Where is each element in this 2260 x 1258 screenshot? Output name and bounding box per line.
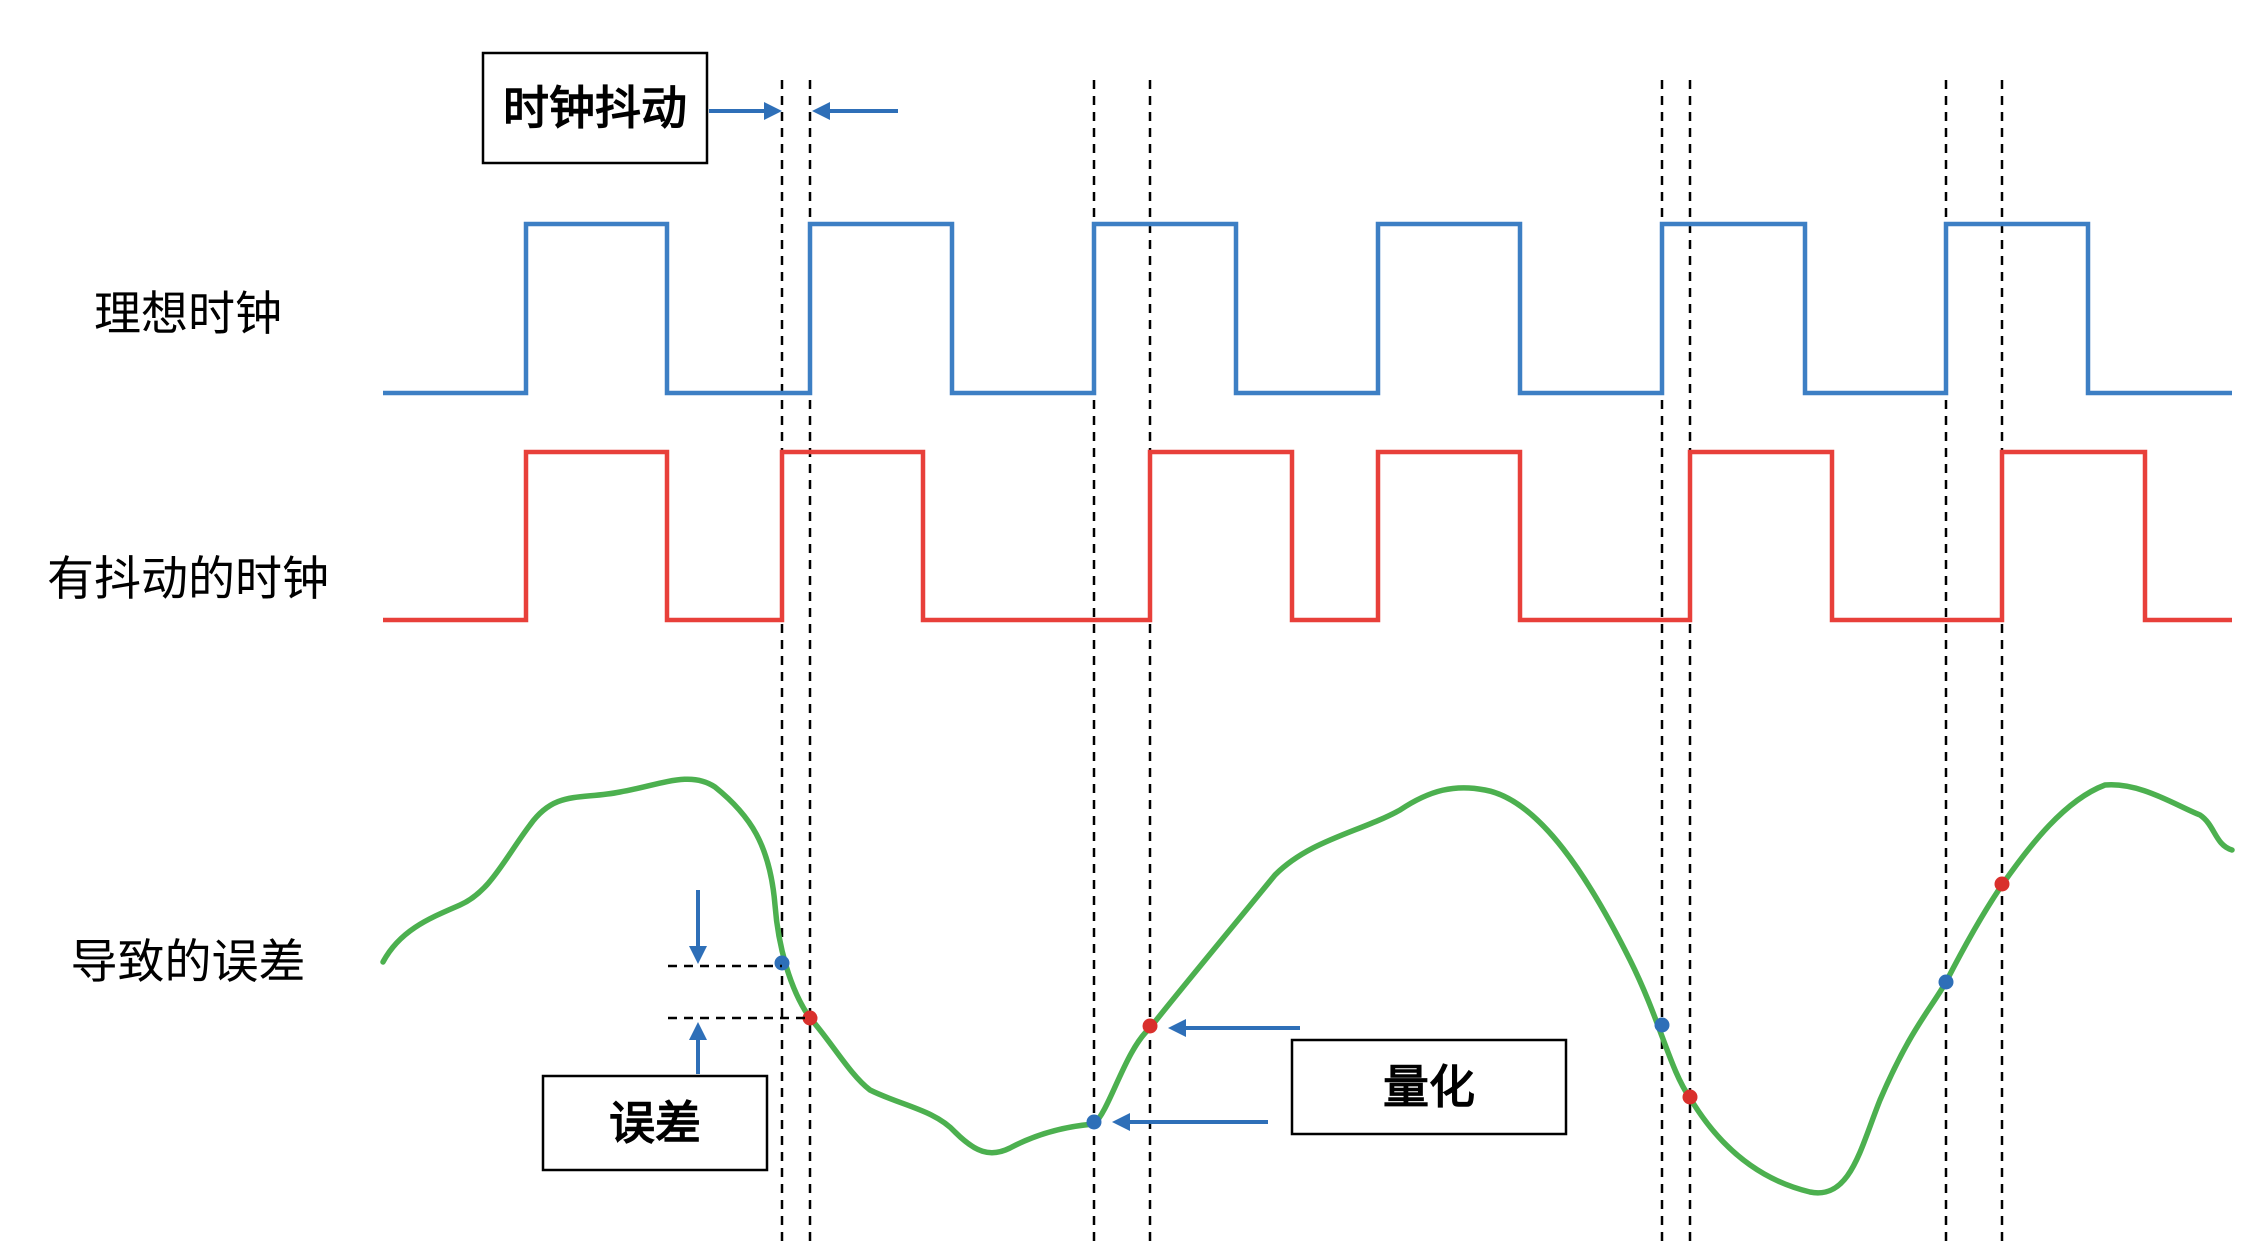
jittered-sample-point-4 (1994, 876, 2010, 892)
error-box (541, 1074, 769, 1172)
quantization-box (1290, 1038, 1568, 1136)
jittered-sample-point-1 (802, 1010, 818, 1026)
jittered-sample-point-2 (1142, 1018, 1158, 1034)
resulting-error-label: 导致的误差 (71, 935, 306, 990)
arrow-right-icon (709, 102, 782, 120)
clock-jitter-callout: 时钟抖动 (481, 51, 709, 165)
jittered-clock-label: 有抖动的时钟 (47, 552, 329, 607)
clock-jitter-box (481, 51, 709, 165)
quantization-arrow-upper (1168, 1019, 1300, 1037)
sample-points (774, 876, 2010, 1130)
ideal-clock-label: 理想时钟 (94, 287, 282, 342)
clock-jitter-text: 时钟抖动 (503, 81, 687, 135)
ideal-sample-point-1 (774, 955, 790, 971)
ideal-sample-point-3 (1654, 1017, 1670, 1033)
ideal-sample-point-4 (1938, 974, 1954, 990)
arrow-left-icon (812, 102, 898, 120)
error-amplitude-guides (668, 964, 810, 1020)
error-callout: 误差 (541, 1074, 769, 1172)
quantization-text: 量化 (1383, 1060, 1475, 1114)
ideal-sample-point-2 (1086, 1114, 1102, 1130)
jittered-sample-point-3 (1682, 1089, 1698, 1105)
arrow-up-icon (689, 1022, 707, 1074)
error-text: 误差 (609, 1096, 701, 1150)
quantization-callout: 量化 (1290, 1038, 1568, 1136)
quantization-arrow-lower (1112, 1113, 1268, 1131)
jittered-clock-waveform (383, 449, 2232, 623)
arrow-down-icon (689, 890, 707, 964)
ideal-clock-waveform (383, 221, 2232, 396)
